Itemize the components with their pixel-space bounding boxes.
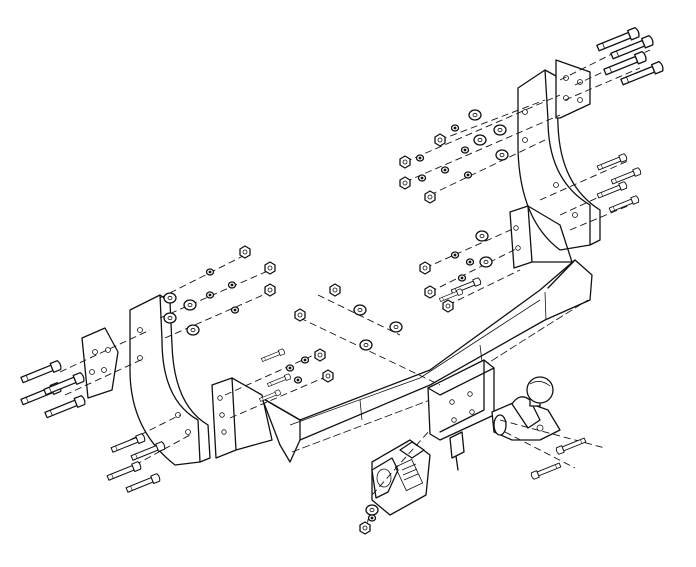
washer <box>186 324 200 336</box>
nut <box>442 299 454 313</box>
bolt <box>260 348 286 363</box>
nut <box>322 369 334 383</box>
washer <box>353 304 367 316</box>
nut <box>434 133 446 147</box>
nut <box>399 155 411 169</box>
left-side-bracket <box>81 294 211 466</box>
bolt <box>42 371 86 398</box>
nut <box>264 261 276 275</box>
lock-washers <box>205 124 475 522</box>
bolt <box>555 436 587 456</box>
nut <box>314 348 326 362</box>
nut <box>329 283 341 297</box>
right-side-bracket <box>517 59 601 251</box>
nut <box>419 261 431 275</box>
washer <box>495 149 509 161</box>
washer <box>468 109 482 121</box>
bolt <box>610 166 642 186</box>
washer <box>359 339 373 351</box>
nut <box>424 285 436 299</box>
bolt <box>596 180 628 200</box>
washer <box>479 256 493 268</box>
electrical-socket-plate <box>371 439 431 516</box>
bolt <box>608 194 640 214</box>
nut <box>424 190 436 204</box>
nut <box>239 245 251 259</box>
washer <box>365 504 379 516</box>
bolt <box>105 460 143 483</box>
washer <box>475 230 489 242</box>
washer <box>389 321 403 333</box>
nut <box>264 283 276 297</box>
bolt <box>530 461 562 481</box>
bolt <box>109 432 147 455</box>
bolt <box>124 472 162 495</box>
washer <box>183 299 197 311</box>
tow-ball <box>526 376 554 407</box>
washer <box>493 124 507 136</box>
center-bolt <box>449 431 465 471</box>
bolt <box>43 394 87 421</box>
bolt <box>19 359 63 386</box>
tow-bar-crossbeam <box>211 205 593 463</box>
washer <box>473 134 487 146</box>
nut <box>294 308 306 322</box>
washer <box>163 292 177 304</box>
bolt <box>266 373 292 388</box>
nut <box>359 521 371 535</box>
washer <box>163 312 177 324</box>
bolt <box>596 152 628 172</box>
tow-hook <box>491 396 561 441</box>
nut <box>399 176 411 190</box>
